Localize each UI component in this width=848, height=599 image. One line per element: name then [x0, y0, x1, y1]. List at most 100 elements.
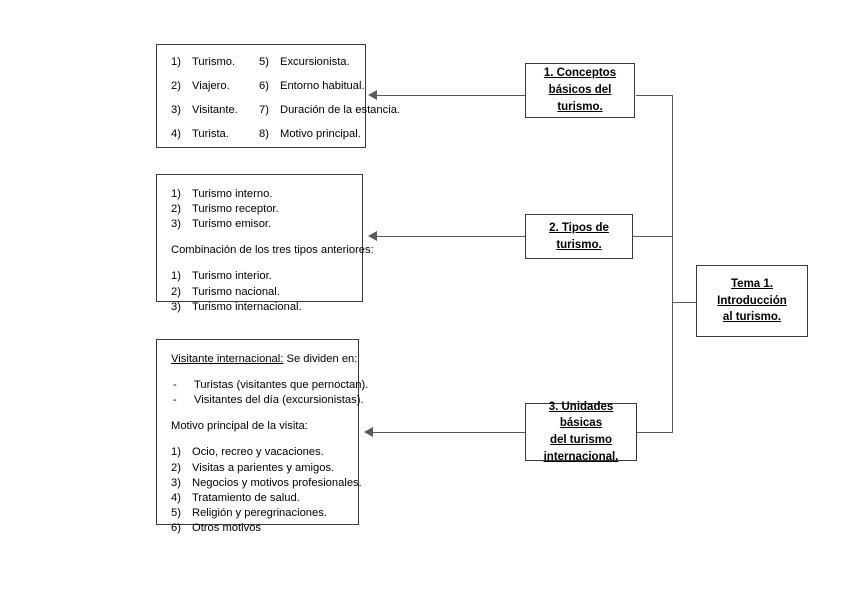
list-text: Turismo.	[192, 56, 236, 68]
connector-trunk-to-topic-2	[633, 236, 673, 238]
list-text: Turismo interno.	[192, 188, 273, 200]
topic-label-line-1: 3. Unidades básicas	[548, 400, 614, 430]
list-text: Turistas (visitantes que pernoctan).	[194, 379, 369, 392]
connector-trunk-to-topic-1	[636, 95, 673, 97]
root-box-tema-1[interactable]: Tema 1. Introducción al turismo.	[696, 265, 808, 337]
root-label-line-2: al turismo.	[722, 311, 782, 324]
detail-box-units: Visitante internacional: Se dividen en: …	[156, 339, 368, 534]
list-text: Negocios y motivos profesionales.	[192, 476, 362, 489]
topic-label: 3. Unidades básicas del turismo internac…	[526, 399, 636, 466]
list-number: 3)	[171, 218, 181, 231]
concepts-right-6: 6) Entorno habitual.	[259, 79, 365, 94]
topic-box-types[interactable]: 2. Tipos de turismo.	[525, 214, 633, 259]
list-number: 5)	[259, 56, 269, 68]
list-number: 3)	[171, 476, 181, 489]
topic-label: 2. Tipos de turismo.	[526, 220, 632, 253]
topic-label-line-3: internacional.	[543, 450, 619, 463]
list-number: 6)	[171, 521, 181, 534]
detail-box-types: 1) Turismo interno. 2) Turismo receptor. 3…	[156, 174, 374, 313]
types-subheading: Combinación de los tres tipos anteriores…	[171, 244, 374, 257]
list-item: 2) Visitas a parientes y amigos.	[171, 461, 346, 476]
list-number: 5)	[171, 506, 181, 519]
root-label-line-1: Tema 1. Introducción	[717, 277, 787, 307]
list-text: Ocio, recreo y vacaciones.	[192, 446, 324, 459]
list-number: 6)	[259, 80, 269, 93]
topic-label-line-2: del turismo	[550, 434, 612, 446]
list-number: 2)	[171, 203, 181, 216]
list-dash: -	[173, 379, 177, 392]
list-text: Viajero.	[192, 80, 230, 93]
topic-label: 1. Conceptos básicos del turismo.	[526, 65, 634, 115]
concepts-left-3: 3) Visitante.	[171, 103, 259, 118]
units-heading-underlined: Visitante internacional:	[171, 353, 284, 365]
topic-box-concepts[interactable]: 1. Conceptos básicos del turismo.	[525, 63, 635, 118]
connector-root-to-trunk	[672, 302, 696, 304]
list-text: Turismo emisor.	[192, 218, 272, 231]
units-heading: Visitante internacional: Se dividen en:	[171, 352, 357, 367]
list-text: Visitante.	[192, 104, 238, 117]
arrowhead-to-concepts	[368, 90, 377, 100]
connector-trunk-to-topic-3	[637, 432, 673, 434]
list-number: 2)	[171, 285, 181, 298]
list-item: 6)Otros motivos	[171, 521, 346, 536]
list-text: Turismo interior.	[192, 270, 272, 283]
list-item: 1) Turismo interior.	[171, 269, 350, 284]
spacer	[171, 434, 346, 445]
units-heading-rest: Se dividen en:	[283, 353, 358, 365]
concepts-left-2: 2) Viajero.	[171, 79, 259, 94]
list-number: 3)	[171, 104, 181, 117]
list-number: 3)	[171, 300, 181, 313]
units-subheading: Motivo principal de la visita:	[171, 420, 308, 433]
connector-topic-2-to-types	[376, 236, 525, 238]
list-item: 2) Turismo nacional.	[171, 285, 350, 300]
topic-box-units[interactable]: 3. Unidades básicas del turismo internac…	[525, 401, 637, 463]
list-number: 2)	[171, 80, 181, 93]
spacer	[171, 70, 353, 79]
list-item: 1) Ocio, recreo y vacaciones.	[171, 445, 346, 460]
list-text: Turista.	[192, 128, 229, 141]
spacer	[171, 118, 353, 127]
concepts-left-4: 4) Turista.	[171, 127, 259, 142]
table-row: 1) Turismo. 5)Excursionista.	[171, 55, 353, 70]
arrowhead-to-units	[364, 427, 373, 437]
list-item: 3) Negocios y motivos profesionales.	[171, 476, 362, 491]
list-text: Religión y peregrinaciones.	[192, 506, 327, 519]
list-text: Motivo principal.	[280, 128, 361, 141]
list-dash: -	[173, 394, 177, 407]
list-text: Visitas a parientes y amigos.	[192, 461, 335, 474]
connector-trunk-vertical	[672, 95, 674, 433]
spacer	[171, 94, 353, 103]
topic-label-line-1: 2. Tipos de turismo.	[549, 221, 609, 251]
list-item: 5) Religión y peregrinaciones.	[171, 506, 346, 521]
list-item: 4) Tratamiento de salud.	[171, 491, 346, 506]
table-row: 2) Viajero. 6) Entorno habitual.	[171, 79, 365, 94]
list-text: Tratamiento de salud.	[192, 491, 300, 504]
list-text: Visitantes del día (excursionistas).	[194, 394, 364, 407]
list-number: 1)	[171, 270, 181, 283]
list-text: Turismo nacional.	[192, 285, 280, 298]
list-text: Turismo internacional.	[192, 300, 302, 313]
concepts-right-7: 7)Duración de la estancia.	[259, 103, 400, 118]
list-item: 3) Turismo emisor.	[171, 217, 350, 232]
list-number: 7)	[259, 104, 269, 117]
list-text: Entorno habitual.	[280, 80, 365, 93]
topic-label-line-1: 1. Conceptos	[543, 67, 617, 80]
detail-box-concepts: 1) Turismo. 5)Excursionista. 2) Viajero. 6…	[156, 44, 400, 148]
spacer	[171, 232, 350, 243]
list-number: 4)	[171, 491, 181, 504]
list-number: 1)	[171, 56, 181, 68]
list-number: 4)	[171, 128, 181, 141]
topic-label-line-2: básicos del turismo.	[548, 84, 612, 113]
list-number: 2)	[171, 461, 181, 474]
list-item: - Visitantes del día (excursionistas).	[171, 393, 364, 408]
arrowhead-to-types	[368, 231, 377, 241]
list-text: Turismo receptor.	[192, 203, 279, 216]
spacer	[171, 367, 346, 378]
root-label: Tema 1. Introducción al turismo.	[697, 276, 807, 326]
table-row: 4)Turista. 8)Motivo principal.	[171, 127, 361, 142]
list-number: 1)	[171, 446, 181, 459]
connector-topic-1-to-concepts	[376, 95, 525, 97]
concepts-right-5: 5)Excursionista.	[259, 55, 353, 70]
spacer	[171, 258, 350, 269]
